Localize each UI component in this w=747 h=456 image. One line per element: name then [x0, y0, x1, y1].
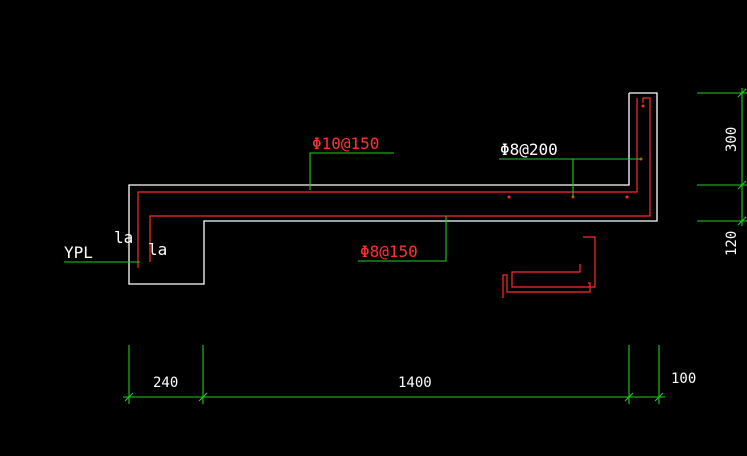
- leader-dist-bar: [499, 158, 641, 197]
- bottom-rebar: [149, 97, 651, 262]
- top-rebar: [137, 98, 638, 268]
- bottom-dimension: [123, 345, 665, 404]
- dim-1400: 1400: [398, 375, 432, 391]
- tick: [737, 88, 747, 98]
- bottom-bar-label: Φ8@150: [360, 242, 418, 261]
- dist-bar-label: Φ8@200: [500, 140, 558, 159]
- rebar-group: [137, 97, 651, 298]
- dim-300: 300: [724, 127, 740, 152]
- tick: [654, 392, 664, 402]
- rebar-dot: [507, 195, 511, 199]
- leaders: [64, 152, 641, 263]
- dim-120: 120: [724, 231, 740, 256]
- tick: [737, 216, 747, 226]
- right-dimension: [697, 88, 747, 226]
- section-outline: [128, 92, 658, 285]
- beam-label: YPL: [64, 243, 93, 262]
- tick: [198, 392, 208, 402]
- rebar-dot: [641, 104, 645, 108]
- la-right-label: la: [148, 240, 167, 259]
- la-left-label: la: [114, 228, 133, 247]
- detail-hook-outer: [511, 236, 596, 288]
- rebar-dot: [625, 195, 629, 199]
- tick: [737, 180, 747, 190]
- tick: [124, 392, 134, 402]
- top-bar-label: Φ10@150: [312, 134, 379, 153]
- detail-hook-inner: [502, 274, 591, 298]
- dim-240: 240: [153, 375, 178, 391]
- tick: [624, 392, 634, 402]
- dim-100: 100: [671, 371, 696, 387]
- leader-bottom-bar: [358, 216, 447, 262]
- leader-top-bar: [309, 152, 394, 190]
